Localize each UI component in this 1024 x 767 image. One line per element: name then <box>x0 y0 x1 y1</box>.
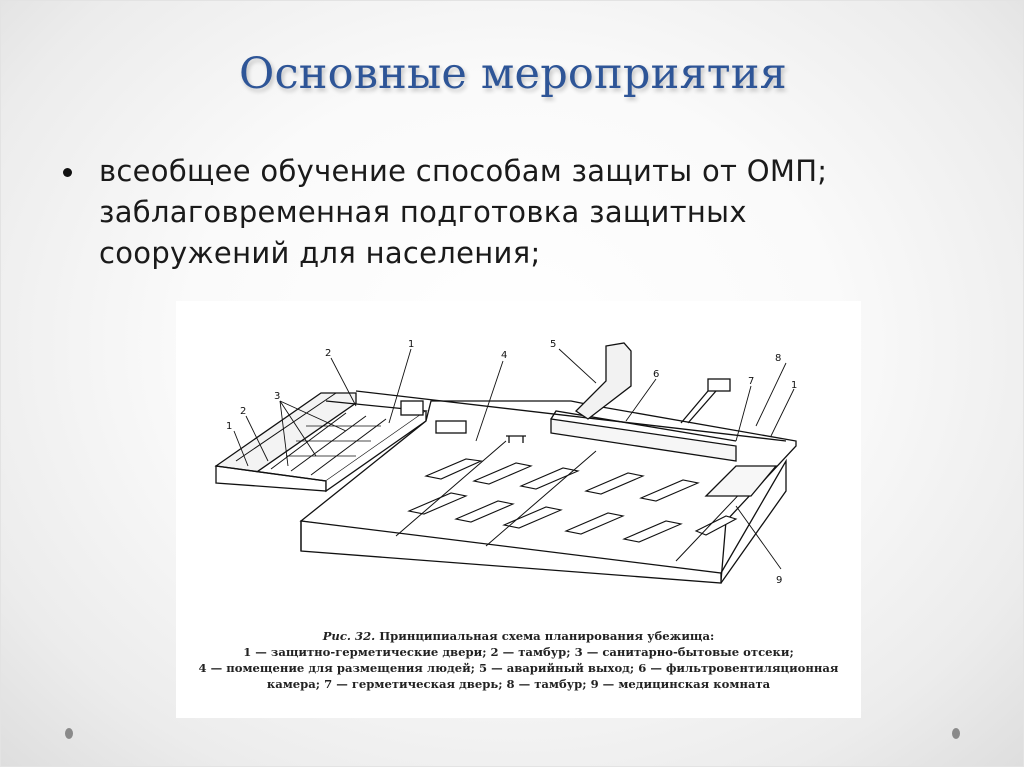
callout-label: 1 <box>791 380 797 391</box>
callout-label: 1 <box>408 339 414 350</box>
callout-label: 9 <box>776 575 782 586</box>
bullet-dot-icon <box>63 168 72 177</box>
callout-label: 2 <box>240 406 246 417</box>
figure-caption: Рис. 32. Принципиальная схема планирован… <box>176 628 861 692</box>
figure-number: Рис. 32. <box>322 629 376 643</box>
bullet-line: сооружений для населения; <box>99 236 541 270</box>
slide-title: Основные мероприятия <box>239 49 787 99</box>
shelter-plan-figure: 1 2 3 1 2 4 5 6 7 8 1 9 Рис. 32. Принцип… <box>176 301 861 718</box>
callout-label: 2 <box>325 348 331 359</box>
bullet-list: всеобщее обучение способам защиты от ОМП… <box>57 151 957 274</box>
callout-label: 7 <box>748 376 754 387</box>
caption-legend-line: 1 — защитно-герметические двери; 2 — там… <box>243 645 794 659</box>
callout-label: 6 <box>653 369 659 380</box>
callout-label: 4 <box>501 350 507 361</box>
shelter-plan-diagram: 1 2 3 1 2 4 5 6 7 8 1 9 <box>214 339 797 586</box>
caption-legend-line: 4 — помещение для размещения людей; 5 — … <box>198 661 839 675</box>
callout-label: 8 <box>775 353 781 364</box>
callout-label: 5 <box>550 339 556 350</box>
bullet-item: всеобщее обучение способам защиты от ОМП… <box>57 151 957 274</box>
caption-legend-line: камера; 7 — герметическая дверь; 8 — там… <box>266 677 771 691</box>
figure-title: Принципиальная схема планирования убежищ… <box>379 629 715 643</box>
bullet-line: всеобщее обучение способам защиты от ОМП… <box>99 154 828 188</box>
decorative-dot-left <box>65 728 73 739</box>
bullet-line: заблаговременная подготовка защитных <box>99 195 747 229</box>
callout-label: 3 <box>274 391 280 402</box>
callout-label: 1 <box>226 421 232 432</box>
decorative-dot-right <box>952 728 960 739</box>
